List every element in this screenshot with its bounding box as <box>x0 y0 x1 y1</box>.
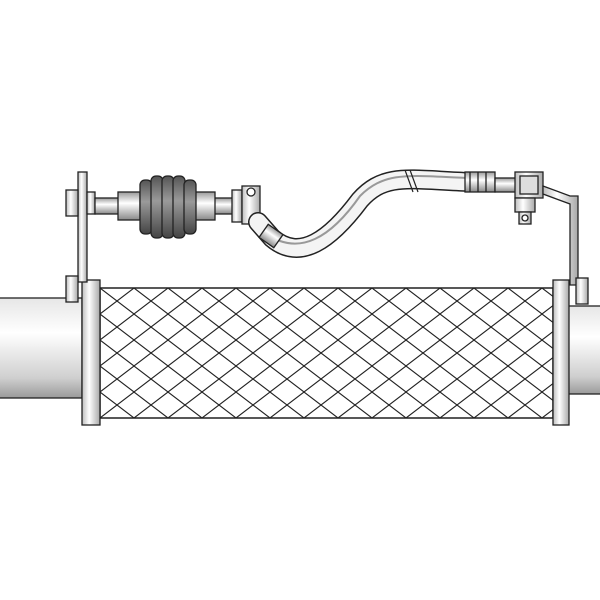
nut-icon <box>65 189 79 217</box>
right-pipe <box>567 305 600 395</box>
connector <box>494 171 544 225</box>
bellows <box>139 175 197 239</box>
nut-icon <box>65 275 79 303</box>
right-flange <box>552 279 570 426</box>
nut-icon <box>86 191 96 215</box>
nut-icon <box>575 277 589 305</box>
left-pipe <box>0 297 83 399</box>
braided-hose <box>99 287 554 419</box>
flexible-line <box>248 169 496 258</box>
bellows-rod <box>94 175 261 239</box>
left-bracket <box>77 171 88 283</box>
right-bracket <box>542 185 589 305</box>
left-flange <box>81 279 101 426</box>
